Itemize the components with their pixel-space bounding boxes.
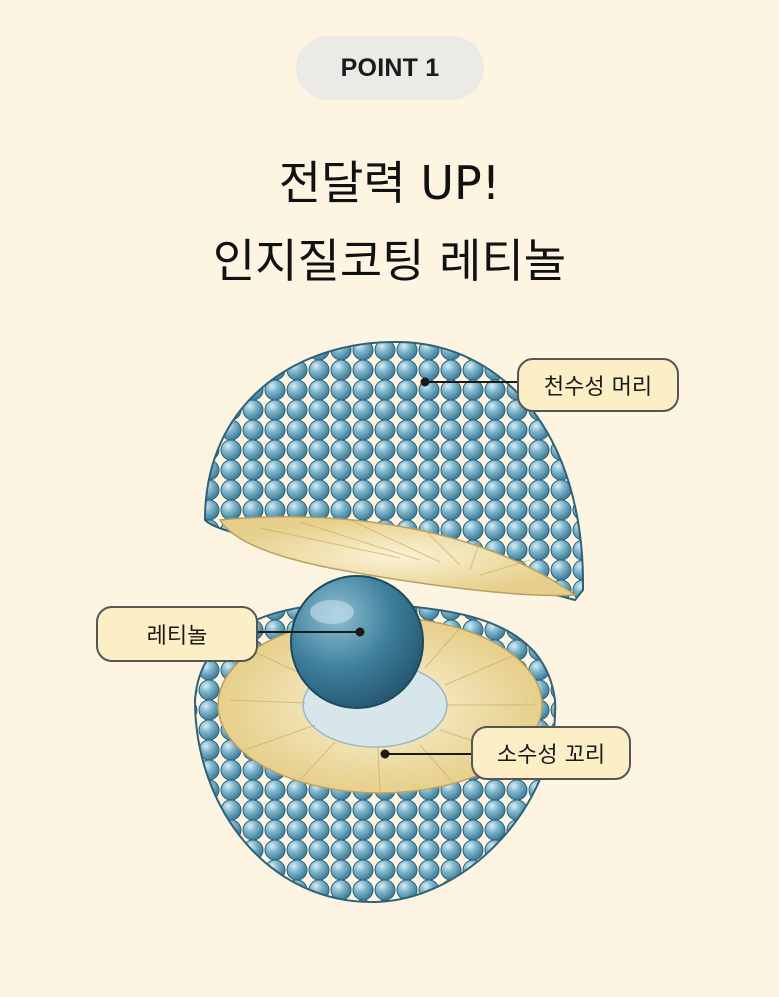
label-hydrophobic-tail: 소수성 꼬리	[471, 726, 631, 780]
headline-line-2: 인지질코팅 레티놀	[212, 234, 567, 288]
upper-hemisphere	[203, 340, 585, 602]
retinol-sphere	[290, 575, 424, 709]
point-badge: POINT 1	[296, 36, 484, 100]
label-hydrophilic-head: 천수성 머리	[517, 358, 679, 412]
headline-line-1: 전달력 UP!	[278, 156, 501, 210]
liposome-illustration	[193, 340, 585, 904]
label-retinol: 레티놀	[96, 606, 258, 662]
